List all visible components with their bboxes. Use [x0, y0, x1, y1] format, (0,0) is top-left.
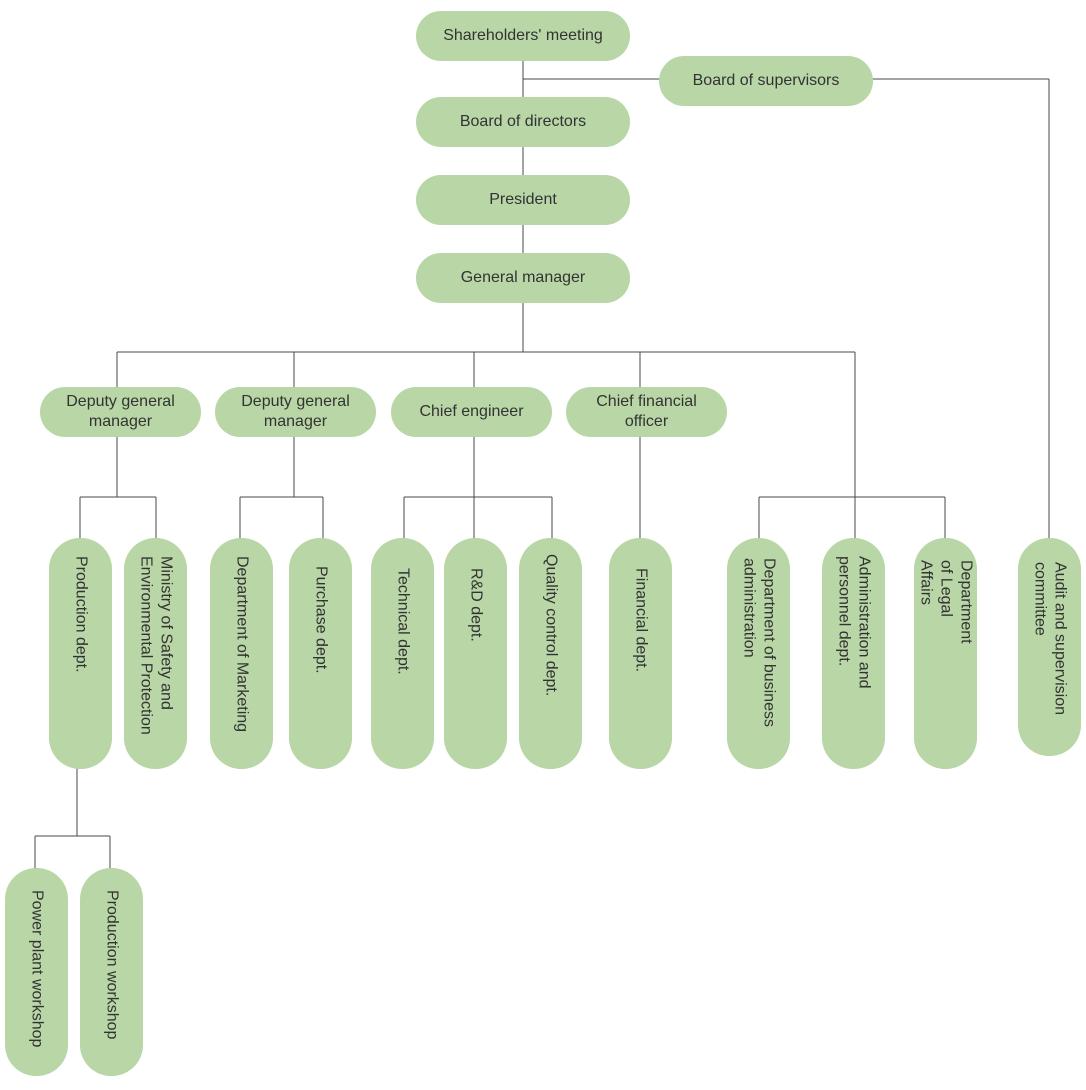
- node-business-administration: Department of business administration: [727, 538, 790, 769]
- node-deputy-general-manager-2: Deputy general manager: [215, 387, 376, 437]
- node-label: Department of business administration: [740, 558, 778, 727]
- node-label: Department of Marketing: [233, 556, 251, 733]
- node-shareholders-meeting: Shareholders' meeting: [416, 11, 630, 61]
- node-label: President: [489, 191, 557, 208]
- node-general-manager: General manager: [416, 253, 630, 303]
- node-label: Production dept.: [72, 556, 90, 673]
- node-production-dept: Production dept.: [49, 538, 112, 769]
- node-department-of-marketing: Department of Marketing: [210, 538, 273, 769]
- node-label: Financial dept.: [632, 568, 650, 673]
- node-label: General manager: [460, 269, 586, 286]
- node-label: Audit and supervision committee: [1031, 562, 1069, 715]
- node-label: Deputy general manager: [241, 393, 350, 430]
- node-label: Purchase dept.: [312, 566, 330, 674]
- node-quality-control-dept: Quality control dept.: [519, 538, 582, 769]
- node-audit-supervision-committee: Audit and supervision committee: [1018, 538, 1081, 756]
- node-purchase-dept: Purchase dept.: [289, 538, 352, 769]
- node-deputy-general-manager-1: Deputy general manager: [40, 387, 201, 437]
- node-financial-dept: Financial dept.: [609, 538, 672, 769]
- node-administration-personnel: Administration and personnel dept.: [822, 538, 885, 769]
- node-label: R&D dept.: [467, 568, 485, 642]
- node-label: Ministry of Safety and Environmental Pro…: [137, 556, 175, 735]
- node-chief-engineer: Chief engineer: [391, 387, 552, 437]
- node-chief-financial-officer: Chief financial officer: [566, 387, 727, 437]
- node-board-of-directors: Board of directors: [416, 97, 630, 147]
- node-label: Administration and personnel dept.: [835, 556, 873, 689]
- node-label: Power plant workshop: [28, 890, 46, 1048]
- node-technical-dept: Technical dept.: [371, 538, 434, 769]
- node-label: Board of supervisors: [692, 72, 840, 89]
- node-label: Department of Legal Affairs: [917, 560, 975, 644]
- node-label: Chief financial officer: [596, 393, 697, 430]
- node-president: President: [416, 175, 630, 225]
- node-production-workshop: Production workshop: [80, 868, 143, 1076]
- node-rnd-dept: R&D dept.: [444, 538, 507, 769]
- node-label: Chief engineer: [419, 403, 524, 420]
- node-label: Production workshop: [103, 890, 121, 1040]
- node-label: Technical dept.: [394, 568, 412, 675]
- node-label: Board of directors: [459, 113, 587, 130]
- node-label: Shareholders' meeting: [443, 27, 603, 44]
- node-power-plant-workshop: Power plant workshop: [5, 868, 68, 1076]
- node-label: Quality control dept.: [542, 554, 560, 697]
- node-label: Deputy general manager: [66, 393, 175, 430]
- node-safety-environmental-protection: Ministry of Safety and Environmental Pro…: [124, 538, 187, 769]
- node-legal-affairs: Department of Legal Affairs: [914, 538, 977, 769]
- node-board-of-supervisors: Board of supervisors: [659, 56, 873, 106]
